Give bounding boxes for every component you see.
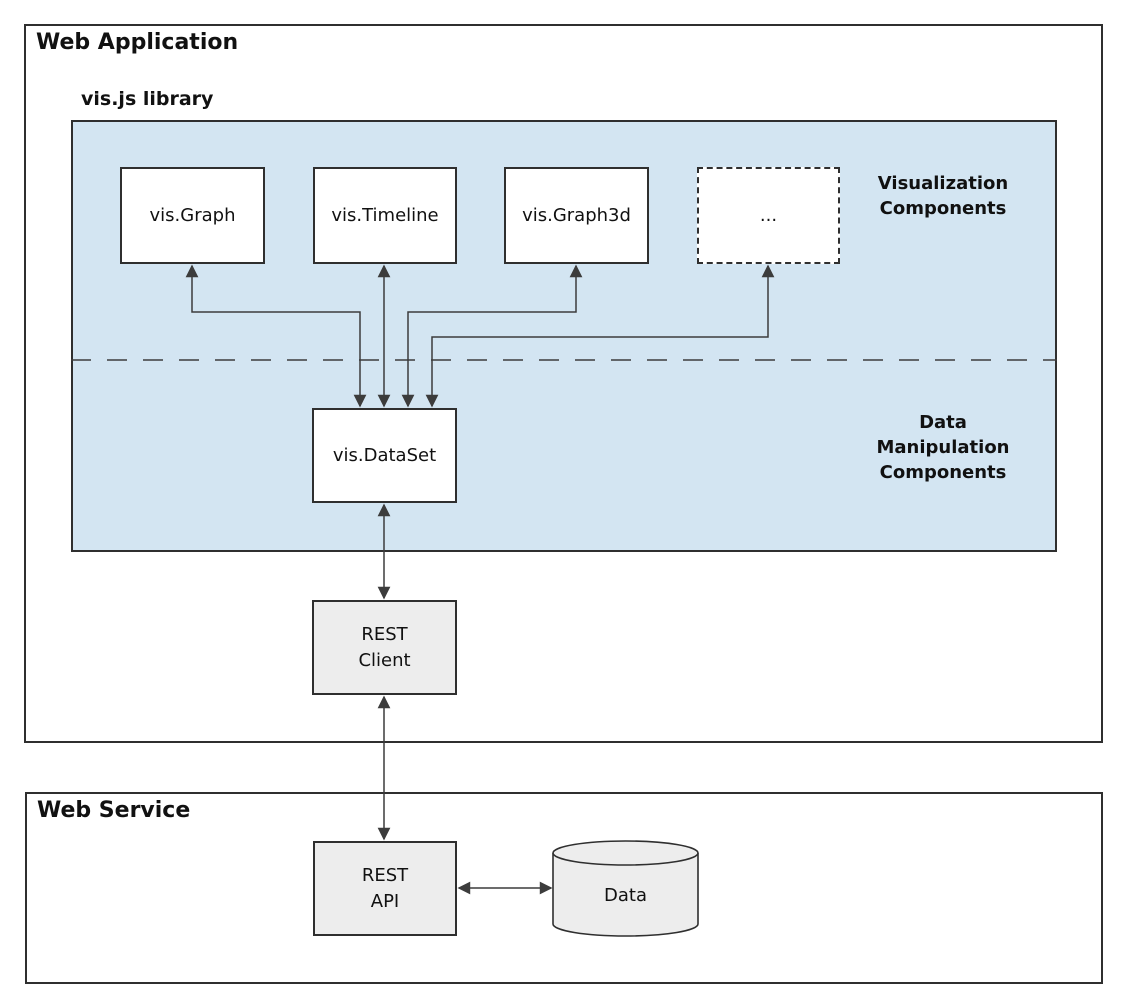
node-rest-client: REST Client	[312, 600, 457, 695]
node-vis-dataset-label: vis.DataSet	[332, 445, 437, 466]
data-manipulation-label-line2: Manipulation	[876, 437, 1010, 458]
data-store-label: Data	[604, 885, 647, 906]
rest-client-label-line1: REST	[361, 623, 408, 645]
node-more-components: ...	[697, 167, 840, 264]
node-vis-graph3d: vis.Graph3d	[504, 167, 649, 264]
visualization-components-label-line2: Components	[879, 198, 1007, 219]
node-vis-graph3d-label: vis.Graph3d	[522, 205, 631, 226]
visualization-components-label: Visualization Components	[843, 171, 1043, 221]
visjs-library-title: vis.js library	[81, 88, 214, 110]
visualization-components-label-line1: Visualization	[877, 173, 1009, 194]
node-vis-timeline-label: vis.Timeline	[331, 205, 439, 226]
web-service-title: Web Service	[37, 798, 191, 823]
node-vis-graph-label: vis.Graph	[149, 205, 236, 226]
data-manipulation-label-line3: Components	[879, 462, 1007, 483]
data-manipulation-components-label: Data Manipulation Components	[843, 410, 1043, 485]
node-vis-timeline: vis.Timeline	[313, 167, 457, 264]
web-application-container	[24, 24, 1103, 743]
node-vis-graph: vis.Graph	[120, 167, 265, 264]
node-more-components-label: ...	[759, 205, 778, 226]
rest-api-label-line2: API	[370, 890, 400, 912]
web-service-container	[25, 792, 1103, 984]
node-vis-dataset: vis.DataSet	[312, 408, 457, 503]
rest-client-label-line2: Client	[358, 649, 411, 671]
rest-api-label-line1: REST	[361, 864, 409, 886]
data-manipulation-label-line1: Data	[919, 412, 967, 433]
node-rest-api: REST API	[313, 841, 457, 936]
web-application-title: Web Application	[36, 30, 239, 55]
